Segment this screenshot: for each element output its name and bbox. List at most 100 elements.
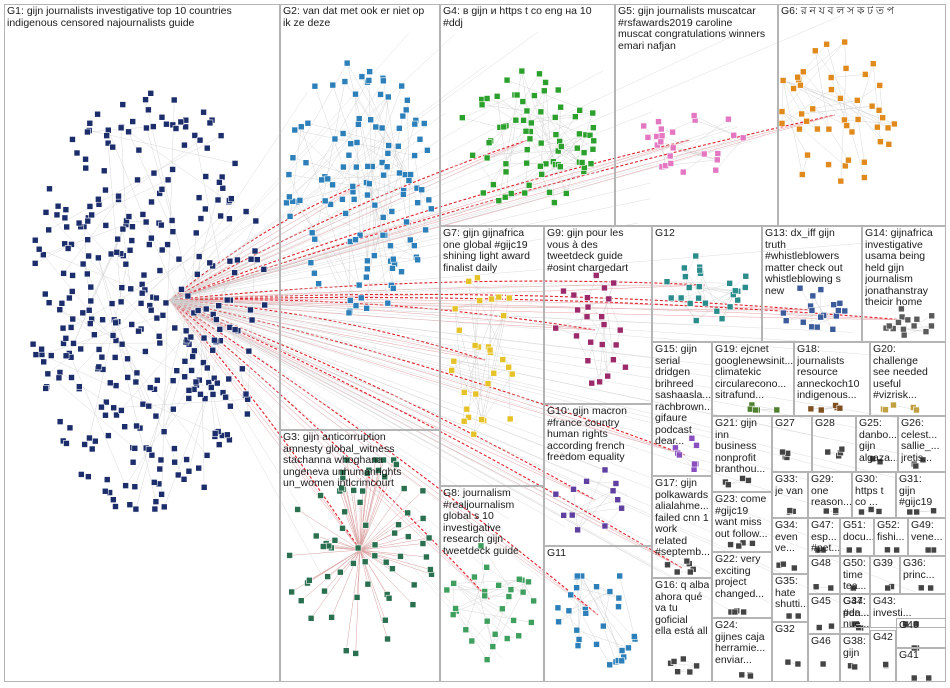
node-g2 (286, 213, 294, 220)
node-g1 (147, 306, 155, 314)
node-g6 (798, 110, 805, 118)
node-g7 (465, 278, 473, 285)
node-g2 (353, 139, 361, 146)
edge (577, 490, 614, 530)
node-g18 (836, 404, 844, 412)
edge (474, 345, 476, 395)
group-label-g35: G35: hate shutti... (775, 576, 807, 610)
edge (289, 82, 368, 217)
node-g1 (156, 465, 164, 473)
edge (169, 136, 755, 301)
node-g9 (622, 363, 629, 371)
node-g1 (164, 176, 172, 184)
node-g1 (122, 482, 129, 489)
node-g1 (78, 471, 85, 478)
node-g4 (586, 131, 594, 139)
group-label-g11: G11 (547, 548, 567, 559)
node-g2 (347, 140, 354, 148)
node-g2 (383, 163, 391, 171)
node-g12 (741, 284, 749, 291)
node-g3 (381, 473, 389, 481)
node-g2 (389, 285, 397, 292)
node-g6 (848, 128, 856, 136)
edge (90, 220, 127, 302)
node-g6 (861, 158, 868, 166)
node-g2 (356, 231, 364, 239)
node-g2 (371, 252, 378, 259)
node-g18 (817, 406, 825, 414)
node-g11 (618, 657, 625, 665)
node-g10 (609, 487, 617, 495)
node-g5 (730, 131, 738, 139)
cross-group-edge (169, 139, 529, 301)
group-label-g52: G52: fishi... (877, 520, 905, 543)
node-g1 (152, 412, 160, 420)
node-g12 (713, 307, 721, 315)
group-label-g39: G39 (873, 558, 893, 569)
node-g3 (337, 568, 344, 576)
node-g2 (342, 210, 349, 217)
node-g6 (862, 71, 869, 78)
cross-group-edge (169, 299, 686, 456)
node-g31 (906, 508, 914, 516)
node-g9 (601, 284, 608, 292)
node-g1 (62, 335, 70, 342)
node-g1 (110, 496, 117, 503)
edge (169, 299, 493, 574)
edge (487, 135, 591, 159)
node-g11 (554, 604, 562, 612)
node-g9 (584, 294, 591, 301)
node-g4 (523, 159, 530, 167)
node-g1 (86, 434, 93, 442)
node-g1 (170, 96, 178, 104)
node-g2 (401, 171, 409, 178)
node-g13 (817, 286, 825, 293)
node-g1 (206, 119, 214, 127)
node-g2 (395, 142, 402, 150)
node-g2 (349, 183, 357, 190)
group-label-g23: G23: come #gijc19 want miss out follow..… (715, 494, 768, 540)
node-g1 (47, 352, 55, 359)
node-g1 (261, 301, 268, 309)
node-g1 (208, 384, 215, 391)
edge (454, 308, 465, 422)
node-g12 (696, 266, 704, 274)
edge (359, 464, 397, 551)
node-g15 (676, 451, 683, 459)
group-label-g22: G22: very exciting project changed... (715, 554, 765, 600)
node-g1 (248, 316, 256, 324)
edge (665, 159, 718, 166)
edge (484, 595, 509, 597)
edge (359, 549, 414, 605)
node-g1 (134, 176, 141, 184)
edge (307, 123, 399, 147)
node-g1 (126, 246, 134, 254)
node-g1 (84, 217, 92, 225)
node-g1 (100, 167, 108, 175)
edge (529, 138, 578, 149)
edge (603, 591, 611, 627)
node-g1 (152, 498, 160, 505)
node-g2 (363, 305, 370, 312)
node-g1 (200, 334, 208, 342)
node-g1 (185, 387, 193, 394)
node-g7 (506, 415, 514, 423)
edge (63, 199, 119, 274)
node-g1 (251, 247, 259, 255)
edge (608, 298, 621, 331)
node-g1 (252, 217, 260, 225)
node-g41 (925, 674, 933, 682)
node-g1 (118, 340, 126, 348)
edge (558, 586, 597, 622)
node-g22 (731, 608, 739, 616)
edge (169, 299, 789, 577)
node-g15 (691, 460, 698, 468)
node-g9 (552, 324, 560, 332)
node-g1 (102, 186, 109, 194)
edge (454, 583, 508, 639)
edge (570, 594, 610, 665)
node-g1 (145, 402, 153, 410)
node-g4 (537, 139, 545, 147)
node-g1 (129, 118, 137, 125)
node-g4 (478, 101, 486, 109)
